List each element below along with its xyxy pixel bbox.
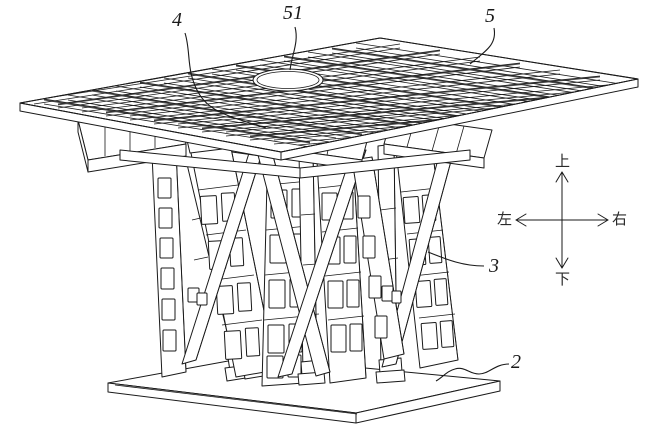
leader-2 — [435, 363, 510, 382]
truss-left-outer — [149, 141, 187, 378]
upper-platform-deck — [19, 37, 639, 161]
platform-hole — [252, 68, 324, 92]
label-3: 3 — [489, 255, 499, 277]
arrow-up — [555, 171, 569, 183]
leg-assembly-left — [149, 129, 277, 382]
leader-4 — [184, 32, 267, 129]
compass-rose — [515, 171, 609, 269]
compass-label-left: 左 — [497, 210, 513, 228]
arrow-down — [555, 257, 569, 269]
leader-lines — [184, 26, 510, 382]
label-2: 2 — [511, 351, 521, 373]
compass-label-right: 右 — [612, 210, 628, 228]
leader-3 — [427, 251, 485, 267]
label-51: 51 — [283, 2, 303, 24]
compass-label-up: 上 — [555, 152, 571, 170]
deck-grating — [20, 38, 638, 148]
label-5: 5 — [485, 5, 495, 27]
leader-51 — [289, 26, 297, 71]
arrow-right — [597, 213, 609, 227]
label-4: 4 — [172, 9, 182, 31]
arrow-left — [515, 213, 527, 227]
truss-right-outer — [351, 156, 405, 360]
compass-label-down: 下 — [555, 270, 571, 288]
leader-5 — [469, 27, 496, 65]
